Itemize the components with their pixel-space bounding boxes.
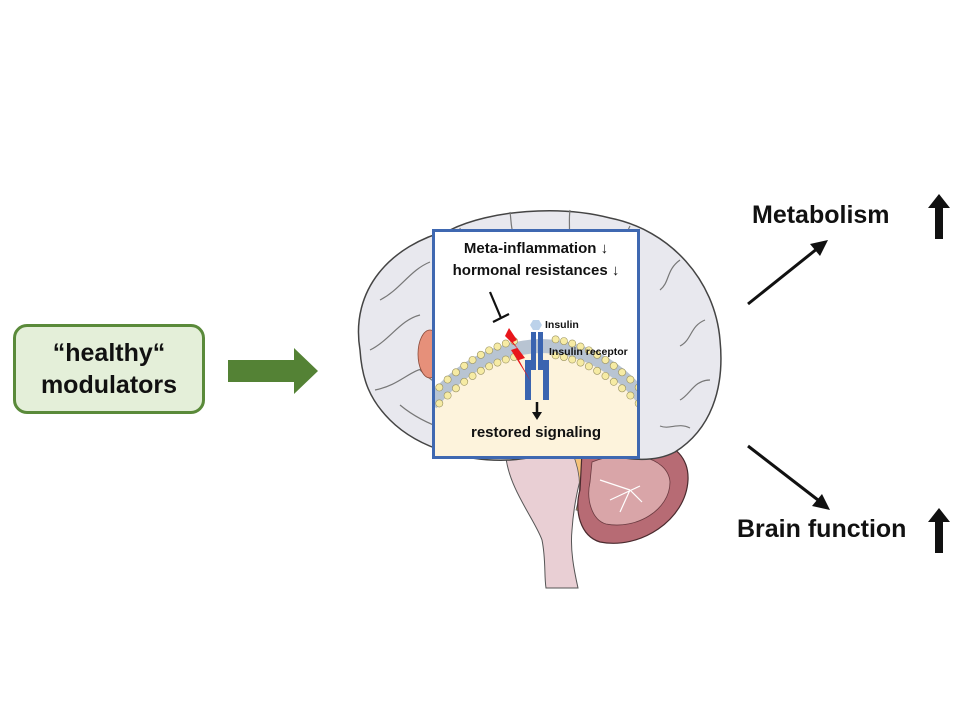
lipid-head [576, 342, 585, 351]
modulator-label-line1: “healthy“ [52, 339, 166, 367]
lipid-head [476, 350, 485, 359]
lipid-head [501, 339, 510, 348]
lipid-head [618, 384, 626, 393]
insulin-receptor-label: Insulin receptor [549, 346, 628, 358]
lightning-bolt-icon [505, 328, 531, 382]
lipid-head [626, 391, 635, 400]
right-arrow-icon [228, 348, 318, 394]
lipid-head [551, 351, 560, 360]
lipid-head [560, 337, 568, 345]
lipid-head [626, 375, 635, 384]
lipid-head [609, 377, 618, 386]
lipid-head [593, 350, 602, 359]
modulator-label-line2: modulators [40, 371, 178, 399]
lipid-head [618, 368, 626, 377]
lipid-head [584, 362, 593, 371]
lipid-head [443, 375, 452, 384]
lipid-heads [435, 335, 637, 408]
lipid-head [551, 335, 560, 344]
lipid-head [435, 399, 444, 408]
lipid-head [493, 358, 502, 367]
lipid-head [485, 346, 494, 355]
metabolism-up-arrow-icon [928, 194, 950, 239]
lipid-head [609, 361, 618, 370]
lipid-head [576, 358, 585, 367]
insulin-label: Insulin [545, 319, 579, 331]
brainstem [505, 457, 587, 589]
restored-signaling-label: restored signaling [470, 424, 602, 441]
brain-function-up-arrow-icon [928, 508, 950, 553]
lipid-head [634, 383, 637, 391]
down-arrow-icon [532, 402, 542, 420]
lipid-head [584, 346, 593, 355]
lipid-head [485, 362, 494, 371]
lipid-head [601, 356, 610, 364]
lipid-head [501, 355, 510, 364]
lipid-head [468, 372, 477, 380]
lipid-head [568, 355, 577, 364]
lipid-head [460, 377, 469, 386]
hormonal-resistances-label: hormonal resistances ↓ [452, 262, 620, 279]
insulin-icon [530, 320, 542, 330]
cell-membrane-diagram [435, 291, 637, 456]
metabolism-label: Metabolism [752, 201, 890, 229]
lipid-head [443, 391, 452, 400]
meta-inflammation-label: Meta-inflammation ↓ [463, 240, 609, 257]
lipid-head [468, 356, 477, 364]
insulin-signaling-inset: Meta-inflammation ↓ hormonal resistances… [432, 229, 640, 459]
lipid-head [452, 368, 460, 377]
lipid-head [568, 339, 577, 348]
brain-function-label: Brain function [737, 515, 907, 543]
lipid-head [601, 372, 610, 380]
lipid-head [593, 366, 602, 375]
lipid-head [460, 361, 469, 370]
inhibition-tbar-icon [488, 291, 510, 323]
healthy-modulators-box: “healthy“ modulators [13, 324, 205, 414]
arrow-to-brain-function-icon [747, 444, 830, 510]
lipid-head [435, 383, 444, 392]
arrow-to-metabolism-icon [747, 240, 828, 306]
insulin-receptor-icon [525, 332, 549, 400]
lipid-head [560, 353, 568, 361]
lipid-head [634, 399, 637, 407]
lipid-head [476, 366, 485, 375]
lipid-head [493, 342, 502, 351]
lipid-head [452, 384, 460, 393]
